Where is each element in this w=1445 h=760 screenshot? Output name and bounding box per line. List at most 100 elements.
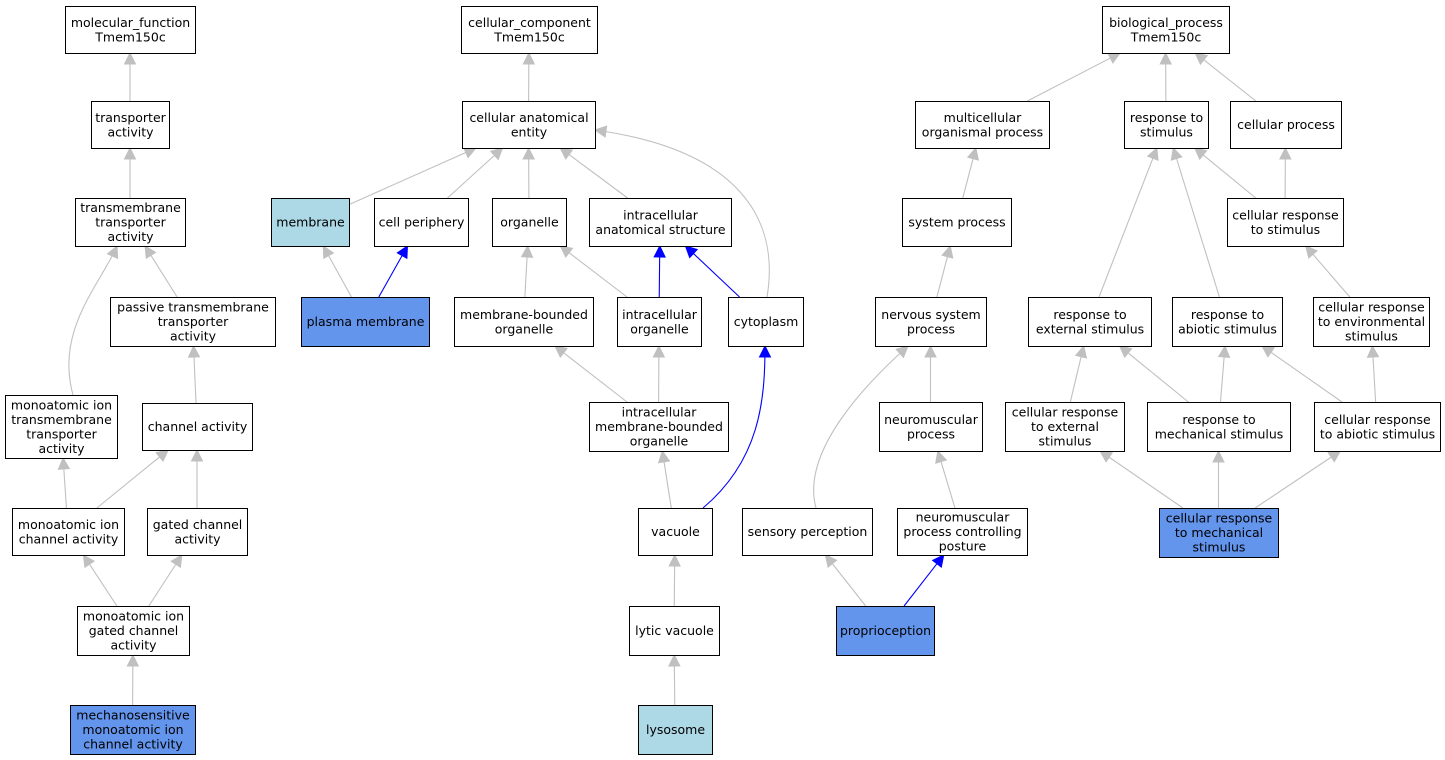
arrowhead-icon (489, 147, 504, 161)
node-label-line: monoatomic ion (83, 609, 184, 624)
arrowhead-icon (57, 456, 71, 470)
node-label-line: vacuole (651, 524, 700, 539)
node-cytoplasm[interactable]: cytoplasm (728, 297, 804, 347)
node-label-line: molecular_function (71, 15, 190, 30)
node-label-line: intracellular (622, 307, 698, 322)
node-label-line: transporter (95, 110, 166, 125)
node-proprioception[interactable]: proprioception (836, 606, 935, 656)
edge-ion_channel_activity-to-ion_tm_transporter (57, 456, 71, 509)
node-label-line: membrane (276, 215, 345, 230)
node-label-line: organelle (495, 321, 554, 336)
node-label-line: cellular response (1166, 511, 1273, 526)
node-box (1147, 402, 1291, 452)
node-box (1159, 508, 1279, 558)
node-plasma-membrane[interactable]: plasma membrane (301, 297, 430, 347)
node-label-line: stimulus (1345, 329, 1398, 344)
node-label-line: cytoplasm (734, 314, 799, 329)
arrowhead-icon (322, 245, 335, 260)
node-lytic-vacuole[interactable]: lytic vacuole (629, 606, 720, 656)
edge-line (89, 563, 118, 607)
edge-response_to_stimulus-to-bp_root (1159, 51, 1172, 102)
node-channel-activity[interactable]: channel activity (142, 403, 253, 451)
node-organelle[interactable]: organelle (492, 198, 567, 247)
node-label-line: response to (1053, 307, 1126, 322)
node-label-line: monoatomic ion (82, 722, 183, 737)
node-label-line: organelle (500, 215, 559, 230)
node-system-process[interactable]: system process (902, 198, 1012, 247)
arrowhead-icon (941, 244, 954, 259)
node-box (91, 101, 170, 149)
edge-line (1312, 253, 1351, 298)
node-label-line: to external (1031, 419, 1099, 434)
node-label-line: response to (1182, 412, 1255, 427)
node-cellular-process[interactable]: cellular process (1230, 101, 1342, 149)
node-box (897, 508, 1028, 556)
node-ion-tm-transporter[interactable]: monoatomic iontransmembranetransporterac… (5, 395, 118, 459)
node-label-line: channel activity (148, 419, 248, 434)
node-label-line: process (907, 321, 955, 336)
edge-passive_tm_transporter-to-tm_transporter_activity (144, 245, 178, 298)
node-box (902, 198, 1012, 247)
edge-line (903, 563, 938, 607)
node-cell-periphery[interactable]: cell periphery (374, 198, 469, 247)
node-box (1102, 6, 1230, 54)
edge-neuromuscular_posture-to-neuromuscular_process (935, 449, 956, 509)
node-label-line: lytic vacuole (635, 623, 714, 638)
edge-cell_periphery-to-cellular_anatomical_entity (447, 147, 504, 199)
node-label-line: entity (511, 124, 548, 139)
node-label-line: response to (1130, 110, 1203, 125)
edge-line (1027, 57, 1111, 102)
arrowhead-icon (1170, 146, 1183, 161)
node-box (1227, 198, 1344, 247)
node-sensory-perception[interactable]: sensory perception (742, 508, 873, 556)
node-box (875, 297, 987, 347)
node-label-line: monoatomic ion (11, 397, 112, 412)
arrowhead-icon (155, 449, 169, 463)
edge-line (1270, 351, 1343, 403)
edge-line (568, 154, 628, 199)
node-box (1172, 297, 1283, 347)
arrowhead-icon (653, 244, 666, 258)
edge-multicellular_process-to-bp_root (1027, 52, 1122, 102)
arrowhead-icon (1194, 52, 1209, 66)
node-membrane[interactable]: membrane (271, 198, 350, 247)
node-label-line: transporter (95, 215, 166, 230)
arrowhead-icon (1305, 245, 1319, 259)
node-vacuole[interactable]: vacuole (638, 508, 713, 556)
edge-response_mechanical-to-response_external (1118, 345, 1189, 403)
edge-cellular_anatomical_entity-to-cc_root (522, 51, 536, 102)
edge-line (702, 345, 766, 509)
node-lysosome[interactable]: lysosome (638, 705, 713, 755)
edge-line (936, 256, 948, 298)
node-box (462, 101, 596, 149)
